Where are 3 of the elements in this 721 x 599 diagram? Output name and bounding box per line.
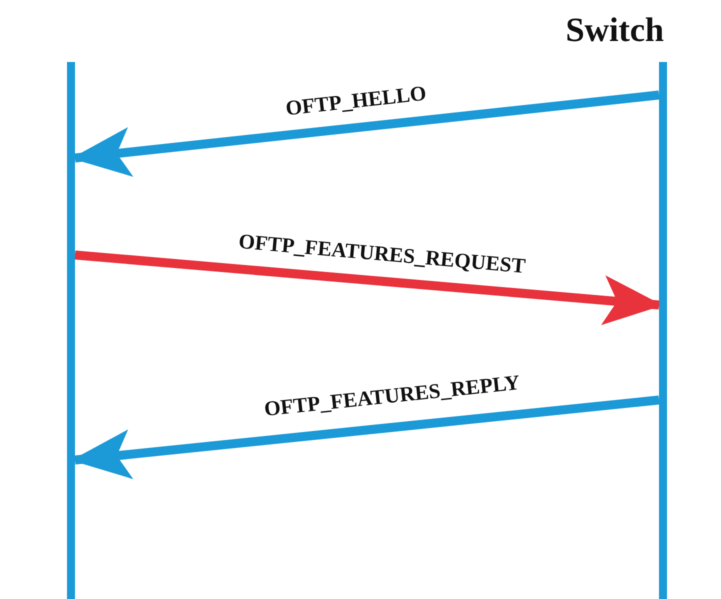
- participant-label: Switch: [566, 14, 664, 48]
- lifeline: [67, 62, 75, 599]
- edge-label: OFTP_HELLO: [284, 82, 428, 120]
